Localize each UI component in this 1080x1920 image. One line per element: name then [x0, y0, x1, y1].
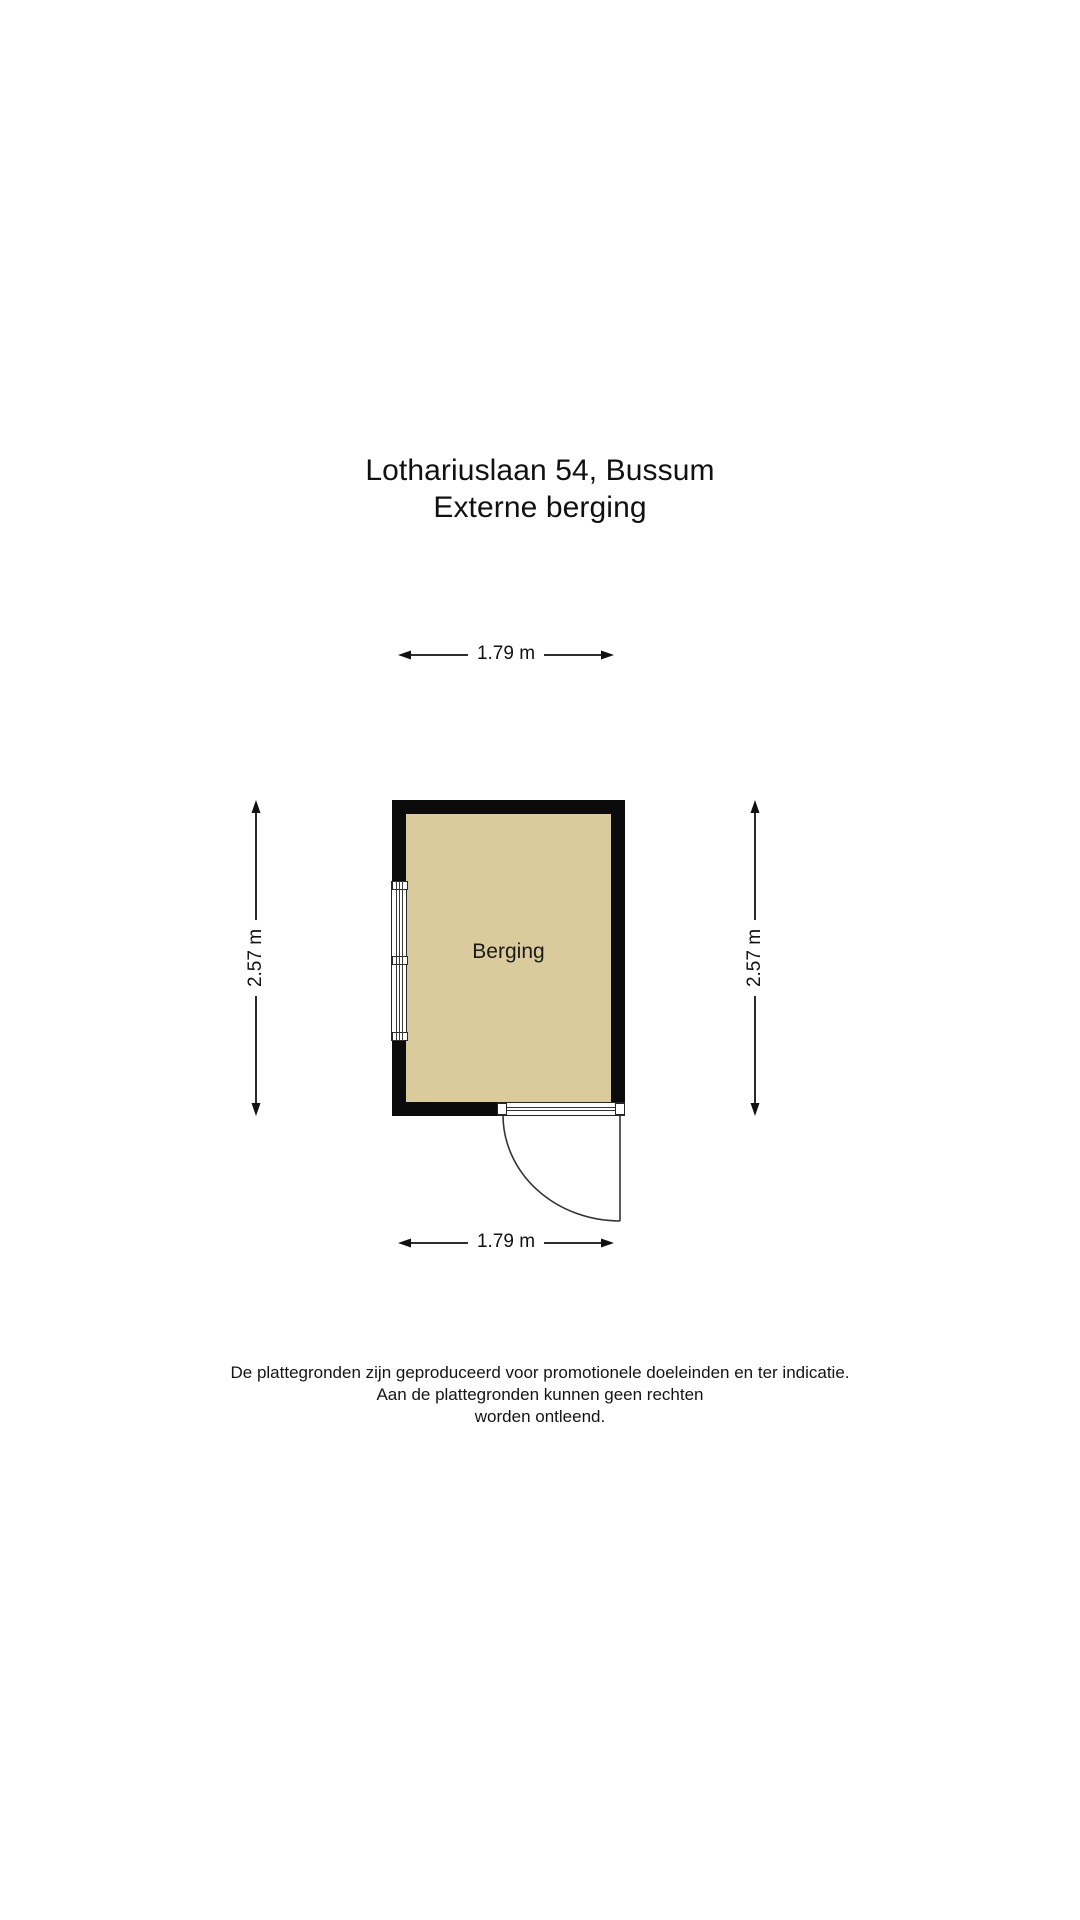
dimension-left-text: 2.57 m [244, 919, 268, 997]
room-label-berging: Berging [472, 940, 545, 963]
room-floor-berging [406, 814, 611, 1102]
door-frame [497, 1102, 625, 1116]
title-subtitle: Externe berging [433, 491, 647, 524]
window-glass-line [402, 881, 403, 1041]
door-swing-arc [502, 1114, 621, 1222]
window-icon [391, 881, 408, 1041]
dimension-top-text: 1.79 m [398, 642, 614, 666]
door-panel-line [507, 1110, 615, 1111]
footer-disclaimer: De plattegronden zijn geproduceerd voor … [0, 1362, 1080, 1428]
door-jamb-left [497, 1103, 507, 1115]
footer-line-3: worden ontleend. [474, 1407, 606, 1426]
window-glass-line [396, 881, 397, 1041]
dimension-top: 1.79 m [398, 642, 614, 668]
page-title: Lothariuslaan 54, Bussum Externe berging [0, 452, 1080, 526]
footer-line-1: De plattegronden zijn geproduceerd voor … [230, 1363, 850, 1382]
window-sash-middle [392, 956, 408, 965]
title-address: Lothariuslaan 54, Bussum [365, 454, 715, 487]
door-jamb-right [615, 1103, 625, 1115]
dimension-right: 2.57 m [742, 800, 768, 1116]
door-icon [497, 1102, 625, 1232]
door-panel-line [507, 1107, 615, 1108]
dimension-bottom: 1.79 m [398, 1230, 614, 1256]
window-sash-top [392, 881, 408, 890]
footer-line-2: Aan de plattegronden kunnen geen rechten [376, 1385, 704, 1404]
dimension-right-text: 2.57 m [743, 919, 767, 997]
window-glass-line [399, 881, 400, 1041]
dimension-left: 2.57 m [243, 800, 269, 1116]
window-sash-bottom [392, 1032, 408, 1041]
dimension-bottom-text: 1.79 m [398, 1230, 614, 1254]
